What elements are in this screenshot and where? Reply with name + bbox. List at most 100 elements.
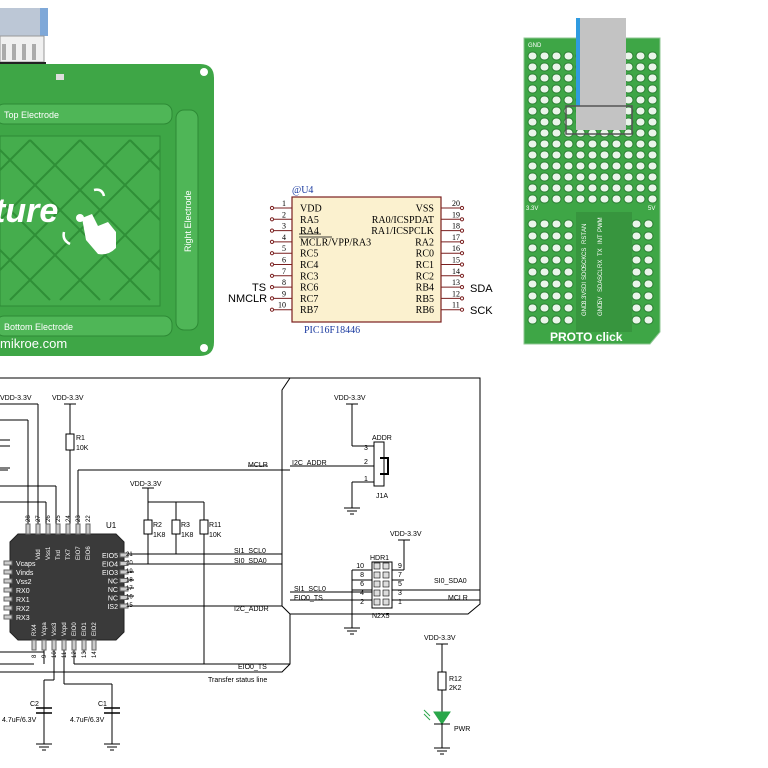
- proto-hole: [631, 231, 642, 241]
- u1-pin: [81, 639, 87, 651]
- proto-hole: [599, 194, 610, 204]
- proto-hole: [611, 194, 622, 204]
- proto-hole: [623, 183, 634, 193]
- proto-hole: [527, 84, 538, 94]
- u1-pin: [91, 639, 97, 651]
- proto-hole: [563, 243, 574, 253]
- u1-pin-num: 13: [82, 651, 88, 658]
- proto-hole: [631, 303, 642, 313]
- proto-hole: [551, 117, 562, 127]
- u1-pin-name: EIO3: [102, 570, 118, 577]
- vdd-label-2: VDD-3.3V: [52, 395, 84, 402]
- u1-pin-name: Vss2: [16, 579, 32, 586]
- proto-hole: [643, 303, 654, 313]
- proto-hole: [611, 183, 622, 193]
- proto-pin-label: SCK: [582, 256, 588, 268]
- hdr-pin-num: 9: [398, 563, 402, 570]
- hdr-pin-num: 1: [398, 599, 402, 606]
- proto-hole: [539, 84, 550, 94]
- proto-hole: [647, 150, 658, 160]
- proto-hole: [635, 51, 646, 61]
- c2-val: 4.7uF/6.3V: [2, 717, 37, 724]
- u1-pin: [3, 614, 13, 620]
- r11-ref: R11: [209, 522, 221, 529]
- proto-hole: [563, 51, 574, 61]
- proto-hole: [643, 219, 654, 229]
- u1-pin-num: 25: [56, 515, 62, 522]
- net-sda-2: SI0_SDA0: [434, 578, 467, 585]
- proto-hole: [527, 255, 538, 265]
- proto-hole: [551, 84, 562, 94]
- r12-ref: R12: [449, 676, 462, 683]
- proto-pin-label: RST: [582, 232, 588, 244]
- hdr-pin: [373, 589, 381, 597]
- c1-ref: C1: [98, 701, 107, 708]
- proto-hole: [551, 194, 562, 204]
- proto-pin-label: SDO: [582, 267, 588, 280]
- u1-pin-num: 14: [92, 651, 98, 658]
- hdr-pin: [382, 580, 390, 588]
- proto-hole: [539, 183, 550, 193]
- proto-hole: [551, 255, 562, 265]
- ic-pin-num: 10: [278, 301, 286, 310]
- u1-pin: [119, 569, 129, 575]
- proto-hole: [551, 139, 562, 149]
- u1-pin-name: EIO7: [76, 546, 82, 560]
- ic-pin-dot: [459, 217, 465, 222]
- proto-hole: [635, 194, 646, 204]
- u1-pin-num: 17: [126, 586, 133, 592]
- gesture-board: Top Electrode Bottom Electrode Right Ele…: [0, 8, 214, 356]
- u1-pin-num: 10: [52, 651, 58, 658]
- proto-hole: [647, 95, 658, 105]
- proto-hole: [647, 51, 658, 61]
- ic-pin-name: VDD: [300, 204, 322, 215]
- j1-ref: J1A: [376, 493, 388, 500]
- u1-pin-name: Vcpa: [42, 622, 48, 636]
- ic-pin-num: 13: [452, 278, 460, 287]
- proto-connector: [565, 105, 633, 135]
- hdr-pin: [382, 562, 390, 570]
- u1-pin-name: Vss3: [52, 622, 58, 636]
- proto-hole: [527, 62, 538, 72]
- ic-pin-dot: [459, 205, 465, 211]
- proto-hole: [563, 150, 574, 160]
- proto-hole: [527, 231, 538, 241]
- proto-hole: [575, 161, 586, 171]
- proto-hole: [539, 194, 550, 204]
- proto-hole: [563, 315, 574, 325]
- ic-pin-dot: [269, 296, 275, 301]
- ic-pin-num: 17: [452, 233, 460, 242]
- ic-pin-name: RB4: [416, 283, 434, 294]
- proto-hole: [635, 84, 646, 94]
- u1-pin-name: RX2: [16, 606, 30, 613]
- net-sda-1: SI0_SDA0: [234, 558, 267, 565]
- proto-hole: [539, 219, 550, 229]
- ic-pin-dot: [269, 285, 275, 290]
- proto-hole: [563, 84, 574, 94]
- proto-hole: [539, 51, 550, 61]
- u1-pin-name: RX4: [32, 624, 38, 636]
- proto-hole: [551, 219, 562, 229]
- proto-hole: [563, 291, 574, 301]
- proto-hole: [631, 291, 642, 301]
- proto-hole: [575, 172, 586, 182]
- ic-pin-num: 6: [282, 256, 286, 265]
- ic-pin-name: RC3: [300, 271, 318, 282]
- proto-hole: [527, 161, 538, 171]
- proto-hole: [551, 267, 562, 277]
- proto-hole: [635, 62, 646, 72]
- net-eio0-ts-1: EIO0_TS: [238, 664, 267, 671]
- net-mclr-2: MCLR: [448, 595, 468, 602]
- net-ts-label: TS: [252, 282, 266, 294]
- u1-pin-num: 20: [126, 561, 133, 567]
- ic-pin-name: RC7: [300, 294, 318, 305]
- proto-hole: [635, 95, 646, 105]
- r11-val: 10K: [209, 532, 222, 539]
- u1-pin: [119, 552, 129, 558]
- proto-hole: [643, 243, 654, 253]
- proto-hole: [563, 172, 574, 182]
- hdr-pin: [373, 562, 381, 570]
